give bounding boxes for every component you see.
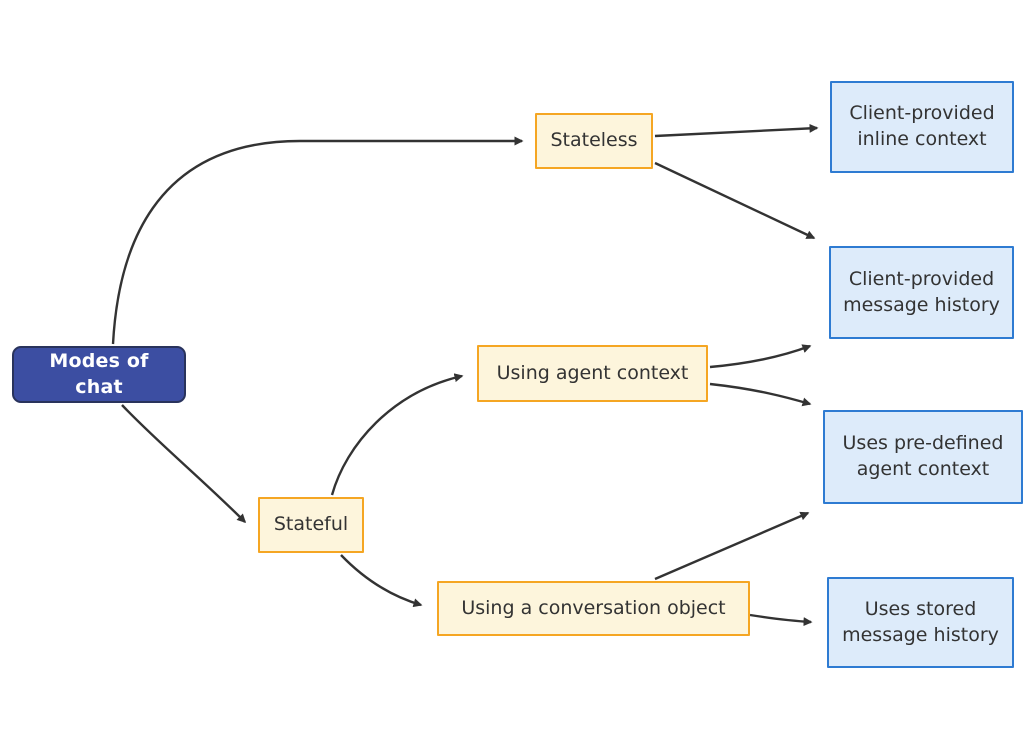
node-using-a-conversation-object: Using a conversation object [437,581,750,636]
edge-using-a-conversation-object-to-uses-stored-message-history [749,613,813,627]
node-label-modes-of-chat: Modes of chat [49,349,149,398]
node-label-stateful: Stateful [273,513,349,536]
node-client-provided-inline-context: Client-provided inline context [830,81,1014,173]
node-stateless: Stateless [535,113,653,169]
edge-modes-of-chat-to-stateless [111,136,524,345]
node-uses-pre-defined-agent-context: Uses pre-defined agent context [823,410,1023,504]
node-uses-stored-message-history: Uses stored message history [827,577,1014,668]
node-label-using-a-conversation-object: Using a conversation object [461,596,726,619]
node-label-uses-stored-message-history: Uses stored message history [842,597,999,646]
node-label-stateless: Stateless [550,129,638,152]
edge-using-a-conversation-object-to-uses-pre-defined-agent-context [654,511,810,581]
edge-stateful-to-using-a-conversation-object [340,554,423,608]
edge-stateless-to-client-provided-message-history [654,161,816,240]
edge-stateless-to-client-provided-inline-context [654,123,819,138]
edge-using-agent-context-to-client-provided-message-history [709,344,812,369]
edge-using-agent-context-to-uses-pre-defined-agent-context [709,382,812,407]
node-label-client-provided-message-history: Client-provided message history [843,267,1000,316]
edge-modes-of-chat-to-stateful [121,404,247,524]
node-client-provided-message-history: Client-provided message history [829,246,1014,339]
node-label-client-provided-inline-context: Client-provided inline context [849,102,995,150]
node-label-using-agent-context: Using agent context [496,361,689,384]
edge-stateful-to-using-agent-context [330,373,464,496]
node-using-agent-context: Using agent context [477,345,708,402]
node-stateful: Stateful [258,497,364,553]
node-modes-of-chat: Modes of chat [12,346,186,403]
node-label-uses-pre-defined-agent-context: Uses pre-defined agent context [842,432,1004,480]
